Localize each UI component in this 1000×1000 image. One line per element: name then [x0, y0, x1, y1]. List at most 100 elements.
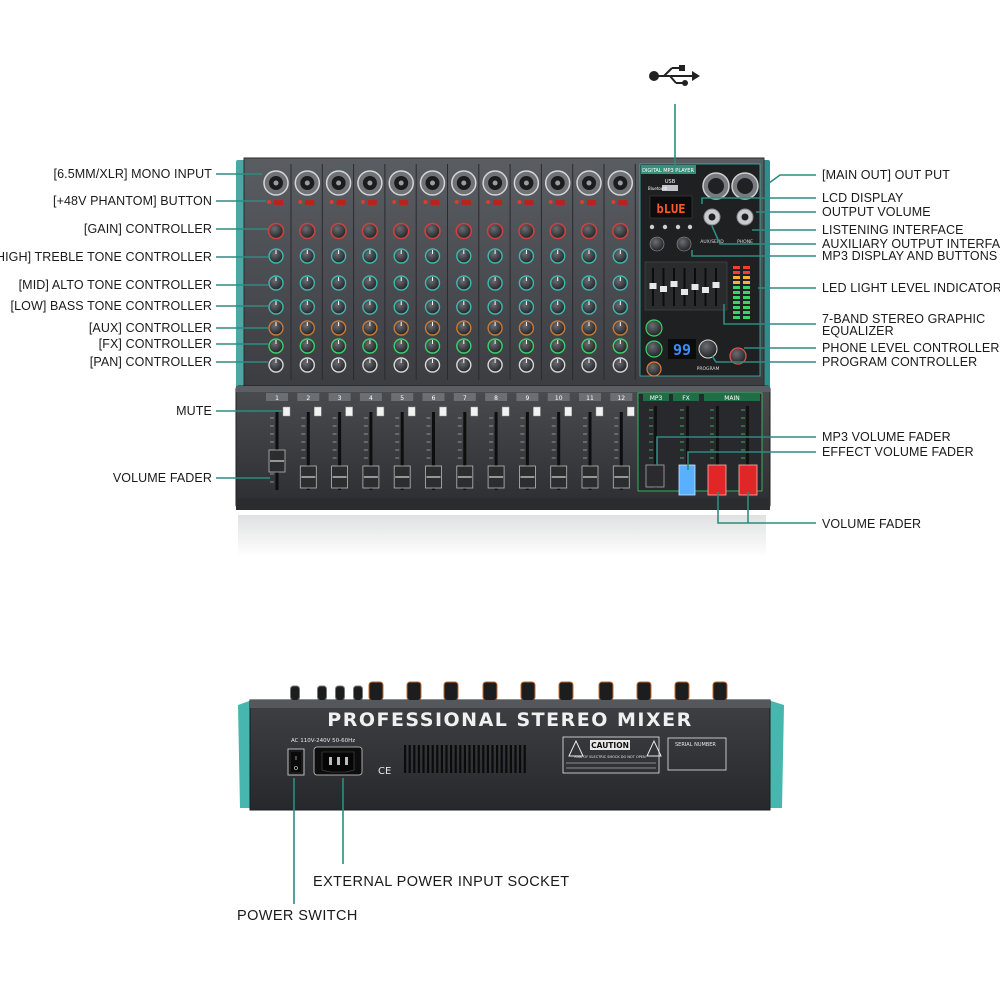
knob-5-3[interactable] — [393, 320, 409, 336]
knob-11-2[interactable] — [581, 299, 597, 315]
eq-band-5[interactable] — [691, 284, 699, 290]
knob-8-5[interactable] — [487, 357, 503, 373]
mute-button-7[interactable] — [470, 406, 479, 417]
knob-9-1[interactable] — [518, 275, 535, 291]
phantom-button-3[interactable] — [336, 200, 346, 205]
knob-8-2[interactable] — [487, 299, 503, 315]
knob-9-2[interactable] — [518, 299, 535, 315]
mute-button-1[interactable] — [282, 406, 291, 417]
knob-8-3[interactable] — [487, 320, 503, 336]
phantom-button-1[interactable] — [274, 200, 283, 205]
effect-volume-fader[interactable] — [678, 464, 696, 496]
main-volume-fader-left[interactable] — [707, 464, 727, 496]
gain-knob-4[interactable] — [361, 222, 379, 240]
knob-10-0[interactable] — [550, 248, 566, 264]
knob-11-4[interactable] — [581, 338, 597, 354]
knob-12-0[interactable] — [612, 248, 628, 264]
effect-knob-1[interactable] — [645, 319, 663, 337]
main-volume-fader-right[interactable] — [738, 464, 758, 496]
knob-11-3[interactable] — [581, 320, 597, 336]
eq-band-1[interactable] — [649, 283, 657, 289]
knob-1-0[interactable] — [268, 248, 284, 264]
knob-1-2[interactable] — [268, 299, 284, 315]
knob-10-2[interactable] — [550, 299, 566, 315]
knob-7-1[interactable] — [456, 275, 472, 291]
mute-button-2[interactable] — [314, 406, 322, 417]
knob-7-2[interactable] — [456, 299, 472, 315]
mp3-volume-fader[interactable] — [645, 464, 665, 488]
knob-9-3[interactable] — [518, 320, 535, 336]
phantom-button-7[interactable] — [461, 200, 471, 205]
eq-bands[interactable] — [649, 268, 720, 306]
phantom-button-5[interactable] — [399, 200, 409, 205]
knob-8-4[interactable] — [487, 338, 503, 354]
mute-button-8[interactable] — [501, 406, 510, 417]
phantom-button-9[interactable] — [524, 200, 534, 205]
gain-knob-12[interactable] — [611, 222, 629, 240]
gain-knob-6[interactable] — [424, 222, 441, 240]
mute-button-9[interactable] — [533, 406, 541, 417]
knob-7-4[interactable] — [456, 338, 472, 354]
phantom-button-10[interactable] — [555, 200, 565, 205]
knob-8-0[interactable] — [487, 248, 503, 264]
gain-knob-10[interactable] — [549, 222, 567, 240]
gain-knob-11[interactable] — [580, 222, 598, 240]
phantom-button-4[interactable] — [367, 200, 377, 205]
knob-6-0[interactable] — [424, 248, 441, 264]
knob-6-3[interactable] — [424, 320, 441, 336]
knob-5-1[interactable] — [393, 275, 409, 291]
mute-button-12[interactable] — [627, 406, 635, 417]
knob-1-1[interactable] — [268, 275, 284, 291]
knob-3-3[interactable] — [330, 320, 347, 336]
usb-port[interactable] — [662, 185, 678, 191]
eq-band-7[interactable] — [712, 282, 720, 288]
phantom-button-11[interactable] — [587, 200, 596, 205]
knob-4-1[interactable] — [362, 275, 378, 291]
knob-6-1[interactable] — [424, 275, 441, 291]
eq-band-3[interactable] — [670, 281, 678, 287]
knob-4-3[interactable] — [362, 320, 378, 336]
knob-11-5[interactable] — [581, 357, 597, 373]
knob-3-2[interactable] — [330, 299, 347, 315]
gain-knob-1[interactable] — [267, 222, 285, 240]
knob-10-4[interactable] — [550, 338, 566, 354]
gain-knob-2[interactable] — [298, 222, 316, 240]
knob-6-5[interactable] — [424, 357, 441, 373]
knob-12-5[interactable] — [612, 357, 628, 373]
knob-5-5[interactable] — [393, 357, 409, 373]
eq-band-6[interactable] — [702, 287, 709, 293]
knob-6-2[interactable] — [424, 299, 441, 315]
knob-9-4[interactable] — [518, 338, 535, 354]
mute-button-4[interactable] — [376, 406, 385, 417]
knob-4-5[interactable] — [362, 357, 378, 373]
knob-10-3[interactable] — [550, 320, 566, 336]
knob-10-5[interactable] — [550, 357, 566, 373]
gain-knob-8[interactable] — [486, 222, 504, 240]
knob-8-1[interactable] — [487, 275, 503, 291]
knob-4-0[interactable] — [362, 248, 378, 264]
phone-level-controller[interactable] — [729, 347, 747, 365]
knob-11-1[interactable] — [581, 275, 597, 291]
knob-7-3[interactable] — [456, 320, 472, 336]
mute-button-3[interactable] — [345, 406, 353, 417]
eq-band-4[interactable] — [681, 289, 688, 295]
knob-2-3[interactable] — [299, 320, 315, 336]
knob-9-5[interactable] — [518, 357, 535, 373]
mute-button-5[interactable] — [407, 406, 416, 417]
program-controller[interactable] — [698, 339, 718, 359]
knob-7-0[interactable] — [456, 248, 472, 264]
eq-band-2[interactable] — [660, 286, 667, 292]
knob-1-4[interactable] — [268, 338, 284, 354]
knob-1-5[interactable] — [268, 357, 284, 373]
knob-5-2[interactable] — [393, 299, 409, 315]
knob-4-2[interactable] — [362, 299, 378, 315]
phantom-button-2[interactable] — [305, 200, 315, 205]
knob-3-1[interactable] — [330, 275, 347, 291]
mp3-buttons[interactable] — [649, 224, 693, 252]
knob-7-5[interactable] — [456, 357, 472, 373]
knob-10-1[interactable] — [550, 275, 566, 291]
effect-knob-2[interactable] — [645, 340, 663, 358]
phantom-button-12[interactable] — [618, 200, 628, 205]
mute-button-6[interactable] — [439, 406, 447, 417]
gain-knob-7[interactable] — [455, 222, 473, 240]
